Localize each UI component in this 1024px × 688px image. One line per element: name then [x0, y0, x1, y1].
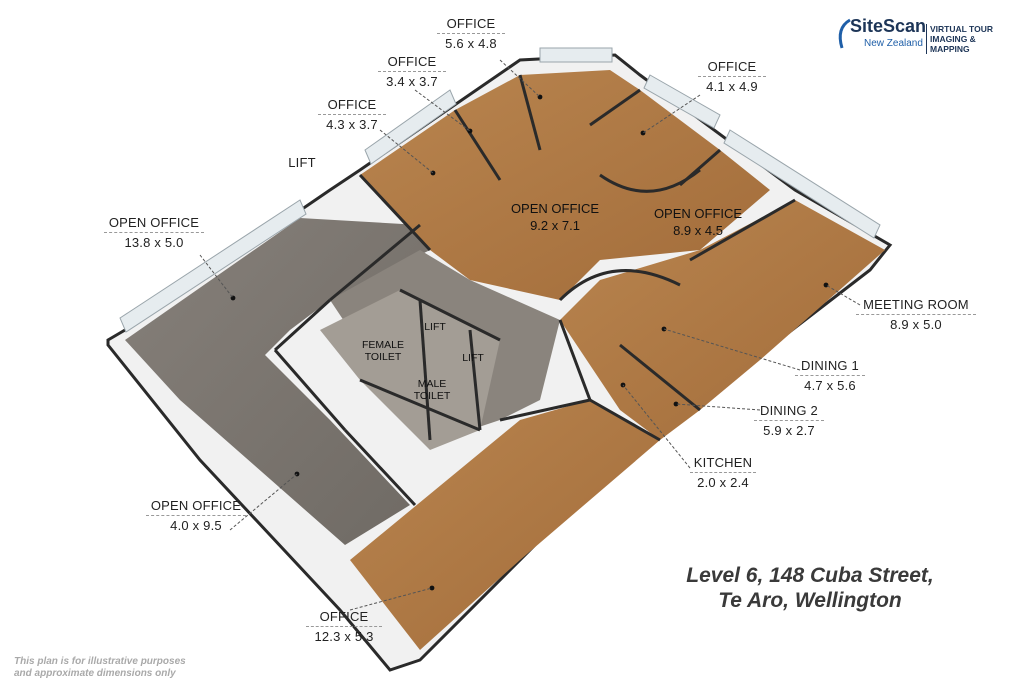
room-name: KITCHEN — [693, 455, 753, 470]
logo-tagline: VIRTUAL TOUR IMAGING & MAPPING — [926, 24, 1016, 54]
curved-wall-south — [558, 269, 681, 302]
label-lift-inner-1: LIFT — [420, 321, 450, 333]
label-dining-2: DINING 2 5.9 x 2.7 — [754, 403, 824, 439]
room-dims: 5.6 x 4.8 — [437, 33, 505, 52]
label-meeting-room: MEETING ROOM 8.9 x 5.0 — [856, 297, 976, 333]
room-dims: 8.9 x 5.0 — [856, 314, 976, 333]
label-office-56: OFFICE 5.6 x 4.8 — [437, 16, 505, 52]
room-dims: 5.9 x 2.7 — [754, 420, 824, 439]
interior-walls — [273, 74, 796, 507]
room-name: OFFICE — [327, 97, 377, 112]
open-office-left-floor — [125, 218, 430, 545]
room-name: TOILET — [413, 390, 451, 402]
label-office-34: OFFICE 3.4 x 3.7 — [378, 54, 446, 90]
north-offices-floor — [360, 70, 770, 300]
room-name: OFFICE — [319, 609, 369, 624]
room-name: OFFICE — [446, 16, 496, 31]
logo-tag-line1: VIRTUAL TOUR — [930, 24, 993, 34]
label-open-office-89: OPEN OFFICE 8.9 x 4.5 — [648, 205, 748, 239]
room-dims: 4.1 x 4.9 — [698, 76, 766, 95]
label-kitchen: KITCHEN 2.0 x 2.4 — [690, 455, 756, 491]
plan-title: Level 6, 148 Cuba Street, Te Aro, Wellin… — [660, 563, 960, 613]
room-name: OPEN OFFICE — [653, 206, 743, 221]
room-name: LIFT — [288, 155, 316, 170]
east-rooms-floor — [560, 200, 885, 440]
room-dims: 4.7 x 5.6 — [795, 375, 865, 394]
label-office-123: OFFICE 12.3 x 5.3 — [306, 609, 382, 645]
room-name: OFFICE — [387, 54, 437, 69]
room-name: MALE — [417, 378, 447, 390]
room-name: LIFT — [462, 352, 484, 364]
label-lift-inner-2: LIFT — [458, 352, 488, 364]
label-office-43: OFFICE 4.3 x 3.7 — [318, 97, 386, 133]
label-open-office-92: OPEN OFFICE 9.2 x 7.1 — [505, 200, 605, 234]
label-open-office-40: OPEN OFFICE 4.0 x 9.5 — [146, 498, 246, 534]
room-name: OPEN OFFICE — [510, 201, 600, 216]
room-name: LIFT — [424, 321, 446, 333]
room-name: DINING 2 — [760, 403, 818, 418]
room-name: DINING 1 — [801, 358, 859, 373]
room-name: MEETING ROOM — [863, 297, 969, 312]
room-name: OPEN OFFICE — [108, 215, 200, 230]
room-name: FEMALE — [361, 339, 404, 351]
room-name: TOILET — [364, 351, 402, 363]
toilet-block-floor — [320, 290, 500, 450]
room-dims: 9.2 x 7.1 — [530, 218, 580, 233]
disclaimer-line1: This plan is for illustrative purposes — [14, 656, 186, 667]
label-male-toilet: MALE TOILET — [407, 378, 457, 402]
label-office-41: OFFICE 4.1 x 4.9 — [698, 59, 766, 95]
label-open-office-138: OPEN OFFICE 13.8 x 5.0 — [104, 215, 204, 251]
room-dims: 2.0 x 2.4 — [690, 472, 756, 491]
label-female-toilet: FEMALE TOILET — [358, 339, 408, 363]
room-name: OPEN OFFICE — [150, 498, 242, 513]
room-dims: 3.4 x 3.7 — [378, 71, 446, 90]
leader-lines — [199, 59, 861, 611]
disclaimer-line2: and approximate dimensions only — [14, 668, 176, 679]
label-dining-1: DINING 1 4.7 x 5.6 — [795, 358, 865, 394]
plan-title-line2: Te Aro, Wellington — [718, 589, 902, 612]
logo-region: New Zealand — [864, 38, 923, 49]
disclaimer: This plan is for illustrative purposes a… — [14, 656, 186, 680]
room-dims: 4.3 x 3.7 — [318, 114, 386, 133]
logo-swoosh-icon — [838, 18, 851, 49]
plan-title-line1: Level 6, 148 Cuba Street, — [686, 564, 934, 587]
room-dims: 4.0 x 9.5 — [146, 515, 246, 534]
logo-brand: SiteScan — [850, 16, 927, 36]
label-lift: LIFT — [282, 155, 322, 171]
room-dims: 8.9 x 4.5 — [673, 223, 723, 238]
logo-tag-line2: IMAGING & MAPPING — [930, 34, 976, 54]
room-name: OFFICE — [707, 59, 757, 74]
room-dims: 12.3 x 5.3 — [306, 626, 382, 645]
sitescan-logo: SiteScan New Zealand VIRTUAL TOUR IMAGIN… — [834, 14, 1016, 54]
perimeter-windows — [119, 47, 881, 333]
room-dims: 13.8 x 5.0 — [104, 232, 204, 251]
south-office-floor — [350, 400, 660, 650]
